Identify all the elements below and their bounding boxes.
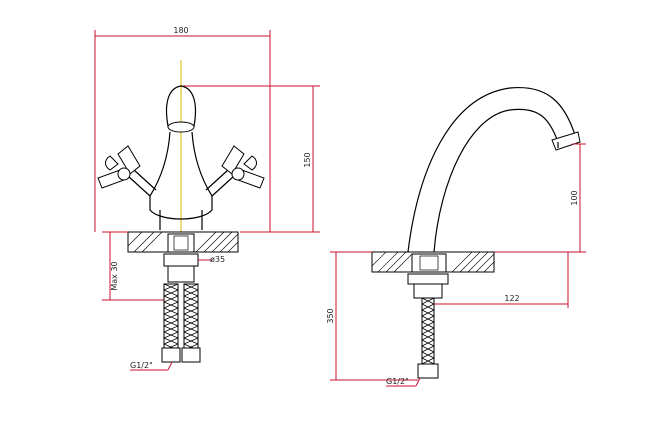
front-view-faucet: 180 150 xyxy=(94,26,320,371)
width-label: 180 xyxy=(173,26,188,35)
thread-label-left: G1/2" xyxy=(130,361,153,370)
spout-outlet xyxy=(167,121,195,133)
diameter-label: ø35 xyxy=(210,255,225,264)
reach-label: 122 xyxy=(504,294,519,303)
thread-leader-left-tip xyxy=(167,361,173,371)
spout-height-label: 100 xyxy=(570,190,579,205)
height-label: 150 xyxy=(303,152,312,167)
countertop-right xyxy=(371,251,495,273)
side-hose-end xyxy=(417,363,439,379)
spout-head xyxy=(165,85,197,127)
spout-tip xyxy=(551,131,581,151)
mounting-nut xyxy=(163,253,199,267)
spout-outer xyxy=(407,86,577,253)
side-nut xyxy=(407,273,449,285)
side-view-spout: 100 122 xyxy=(326,86,586,387)
thread-label-right: G1/2" xyxy=(386,377,409,386)
left-handle xyxy=(97,145,157,197)
mounting-stud xyxy=(167,265,195,283)
total-length-label: 350 xyxy=(326,308,335,323)
thread-leader-right-tip xyxy=(415,377,421,387)
faucet-body xyxy=(149,131,213,220)
right-handle xyxy=(205,145,265,197)
side-stud xyxy=(413,283,443,299)
spout-inner xyxy=(433,108,559,253)
supply-hoses xyxy=(161,283,201,363)
max-label: Max 30 xyxy=(110,261,119,290)
countertop-left xyxy=(127,231,239,253)
